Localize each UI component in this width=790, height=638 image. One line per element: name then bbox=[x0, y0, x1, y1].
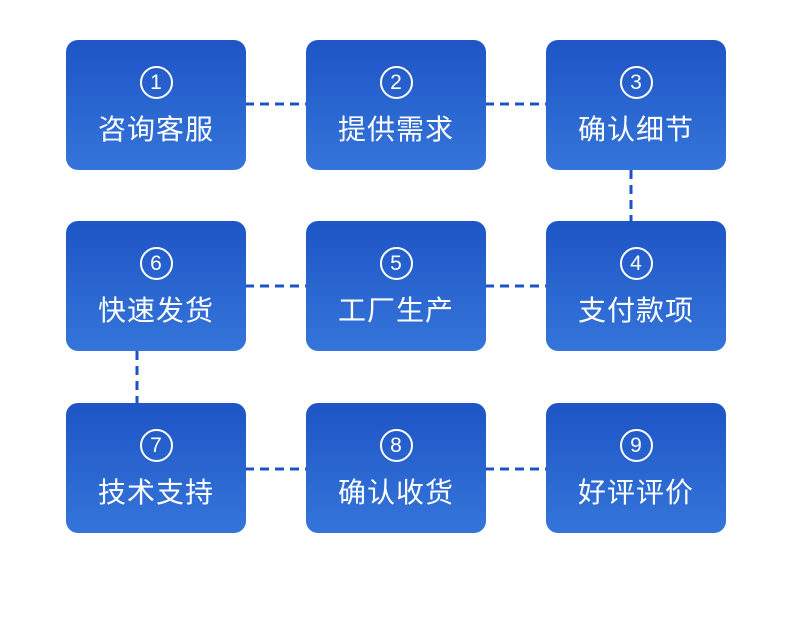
step-box-4: 4 支付款项 bbox=[546, 221, 726, 351]
step-6-label: 快速发货 bbox=[97, 295, 214, 326]
step-8-number-circle: 8 bbox=[379, 429, 413, 462]
step-1-label: 咨询客服 bbox=[97, 114, 214, 145]
step-4-number-circle: 4 bbox=[619, 247, 653, 280]
step-4-number: 4 bbox=[630, 252, 642, 275]
step-5-number: 5 bbox=[390, 252, 402, 275]
step-3-number-circle: 3 bbox=[619, 66, 653, 99]
step-8-number: 8 bbox=[390, 434, 402, 457]
step-box-3: 3 确认细节 bbox=[546, 40, 726, 170]
step-2-number: 2 bbox=[390, 71, 402, 94]
step-7-number-circle: 7 bbox=[139, 429, 173, 462]
step-9-label: 好评评价 bbox=[577, 477, 694, 508]
step-2-number-circle: 2 bbox=[379, 66, 413, 99]
step-box-6: 6 快速发货 bbox=[66, 221, 246, 351]
step-5-number-circle: 5 bbox=[379, 247, 413, 280]
step-box-2: 2 提供需求 bbox=[306, 40, 486, 170]
step-1-number: 1 bbox=[150, 71, 162, 94]
step-box-9: 9 好评评价 bbox=[546, 403, 726, 533]
step-box-7: 7 技术支持 bbox=[66, 403, 246, 533]
step-box-1: 1 咨询客服 bbox=[66, 40, 246, 170]
step-5-label: 工厂生产 bbox=[337, 295, 454, 326]
step-4-label: 支付款项 bbox=[577, 295, 694, 326]
step-1-number-circle: 1 bbox=[139, 66, 173, 99]
step-box-8: 8 确认收货 bbox=[306, 403, 486, 533]
step-8-label: 确认收货 bbox=[337, 477, 454, 508]
step-9-number: 9 bbox=[630, 434, 642, 457]
step-3-number: 3 bbox=[630, 71, 642, 94]
step-7-label: 技术支持 bbox=[97, 477, 214, 508]
step-box-5: 5 工厂生产 bbox=[306, 221, 486, 351]
step-6-number-circle: 6 bbox=[139, 247, 173, 280]
step-7-number: 7 bbox=[150, 434, 162, 457]
step-9-number-circle: 9 bbox=[619, 429, 653, 462]
step-2-label: 提供需求 bbox=[337, 114, 454, 145]
step-6-number: 6 bbox=[150, 252, 162, 275]
step-3-label: 确认细节 bbox=[577, 114, 694, 145]
